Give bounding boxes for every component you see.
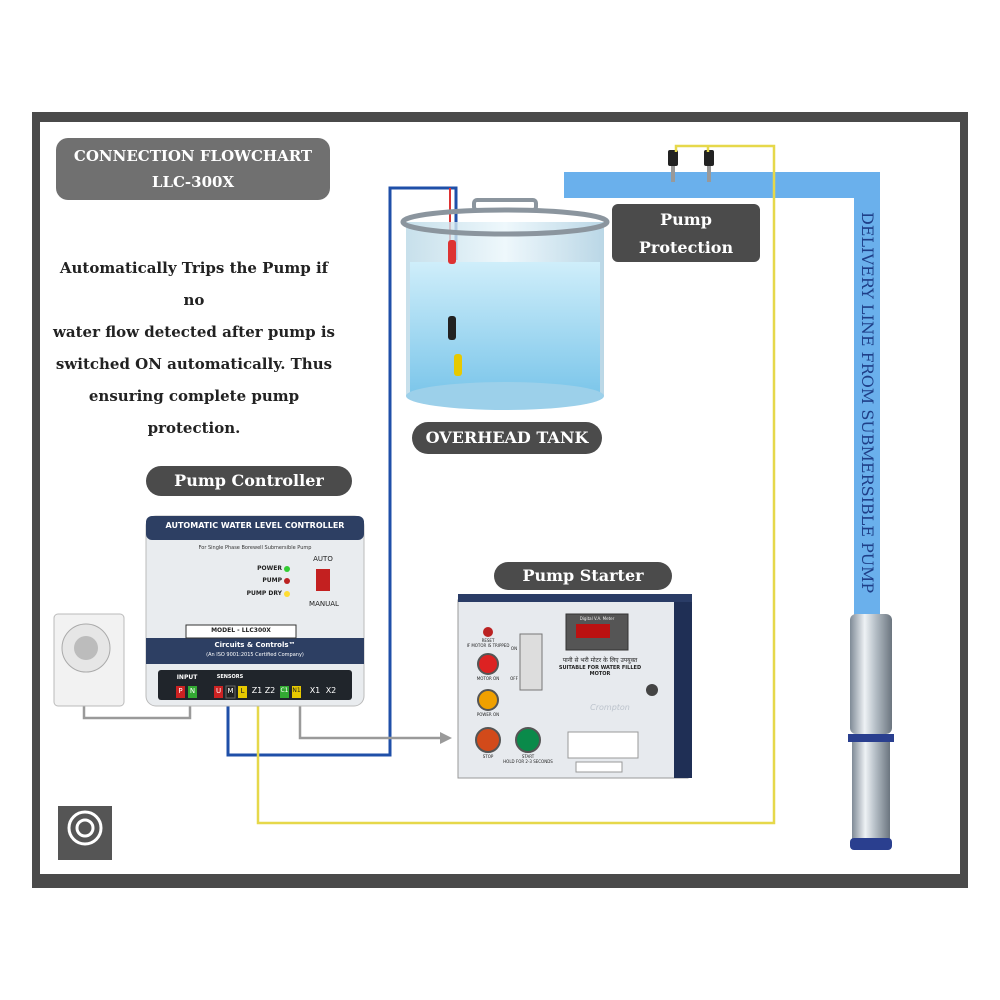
pump-starter-box [457, 594, 692, 779]
pump-controller-label: Pump Controller [146, 466, 352, 496]
gray-control-wire [298, 705, 440, 740]
overhead-tank [400, 198, 610, 410]
terminal-p: P [178, 687, 183, 695]
starter-suitable-label: SUITABLE FOR WATER FILLED MOTOR [558, 665, 642, 677]
blue-sensor-wire [226, 186, 458, 757]
controller-header: AUTOMATIC WATER LEVEL CONTROLLER [165, 521, 345, 530]
starter-motor-on-label: MOTOR ON [476, 676, 500, 681]
starter-start-sub: HOLD FOR 2-3 SECONDS [503, 759, 553, 764]
flow-sensor-left [668, 150, 678, 182]
controller-pump-dry-label: PUMP DRY [246, 590, 282, 597]
description-line-3: switched ON automatically. Thus [55, 355, 333, 373]
overhead-tank-label: OVERHEAD TANK [412, 422, 602, 454]
terminal-m: M [227, 687, 234, 695]
pump-starter-label: Pump Starter [494, 562, 672, 590]
yellow-flow-sensor-wire [256, 144, 776, 825]
starter-start-label: START [521, 754, 535, 759]
submersible-pump [848, 614, 894, 850]
circuits-controls-logo [58, 806, 112, 860]
wall-socket [53, 613, 125, 707]
terminal-sensors-label: SENSORS [216, 674, 244, 680]
terminal-l: L [240, 687, 245, 695]
starter-brand: Crompton [590, 703, 630, 712]
title-line-2: LLC-300X [151, 173, 235, 191]
title-box: CONNECTION FLOWCHART LLC-300X [56, 138, 330, 200]
controller-manual-label: MANUAL [309, 600, 339, 608]
starter-stop-label: STOP [482, 754, 494, 759]
starter-off-label: OFF [510, 676, 518, 681]
starter-reset-sub: IF MOTOR IS TRIPPED [466, 643, 510, 648]
terminal-input-label: INPUT [176, 674, 198, 681]
pump-controller-box [145, 515, 365, 707]
description-text: Automatically Trips the Pump if no water… [48, 252, 340, 444]
terminal-z2: Z2 [264, 686, 276, 695]
terminal-n1: N1 [292, 687, 301, 694]
terminal-u: U [215, 687, 222, 695]
gray-wire-arrow [440, 732, 452, 744]
terminal-z1: Z1 [251, 686, 263, 695]
flow-sensor-right [704, 150, 714, 182]
description-line-4: ensuring complete pump protection. [88, 387, 300, 437]
controller-auto-label: AUTO [313, 555, 333, 563]
starter-power-on-label: POWER ON [476, 712, 500, 717]
starter-on-label: ON [510, 646, 518, 651]
pump-protection-line-1: Pump Protection [638, 210, 734, 257]
delivery-line-label: DELIVERY LINE FROM SUBMERSIBLE PUMP [858, 212, 877, 594]
terminal-x1: X1 [309, 686, 321, 695]
description-line-2: water flow detected after pump is [53, 323, 335, 341]
delivery-pipe-vertical [854, 172, 880, 616]
controller-pump-label: PUMP [262, 577, 282, 584]
controller-power-label: POWER [257, 565, 282, 572]
pump-protection-line-2: Sensors [650, 266, 722, 285]
starter-meter-label: Digital V.A. Meter [579, 616, 615, 621]
controller-iso: (An ISO 9001:2015 Certified Company) [206, 652, 304, 658]
starter-hindi-label: पानी से भरी मोटर के लिए उपयुक्त [562, 657, 638, 664]
delivery-pipe-horizontal [564, 172, 880, 198]
terminal-n: N [189, 687, 196, 695]
description-line-1: Automatically Trips the Pump if no [59, 259, 329, 309]
pump-protection-sensors-label: Pump Protection Sensors [612, 204, 760, 285]
controller-subheader: For Single Phase Borewell Submersible Pu… [198, 545, 312, 551]
terminal-x2: X2 [325, 686, 337, 695]
starter-reset-label: RESET [481, 638, 495, 643]
controller-brand: Circuits & Controls™ [214, 641, 296, 649]
terminal-c1: C1 [280, 687, 289, 694]
tank-level-sensors [448, 240, 462, 376]
controller-model: MODEL - LLC300X [211, 627, 271, 634]
title-line-1: CONNECTION FLOWCHART [73, 147, 313, 165]
controller-terminals [176, 685, 301, 699]
